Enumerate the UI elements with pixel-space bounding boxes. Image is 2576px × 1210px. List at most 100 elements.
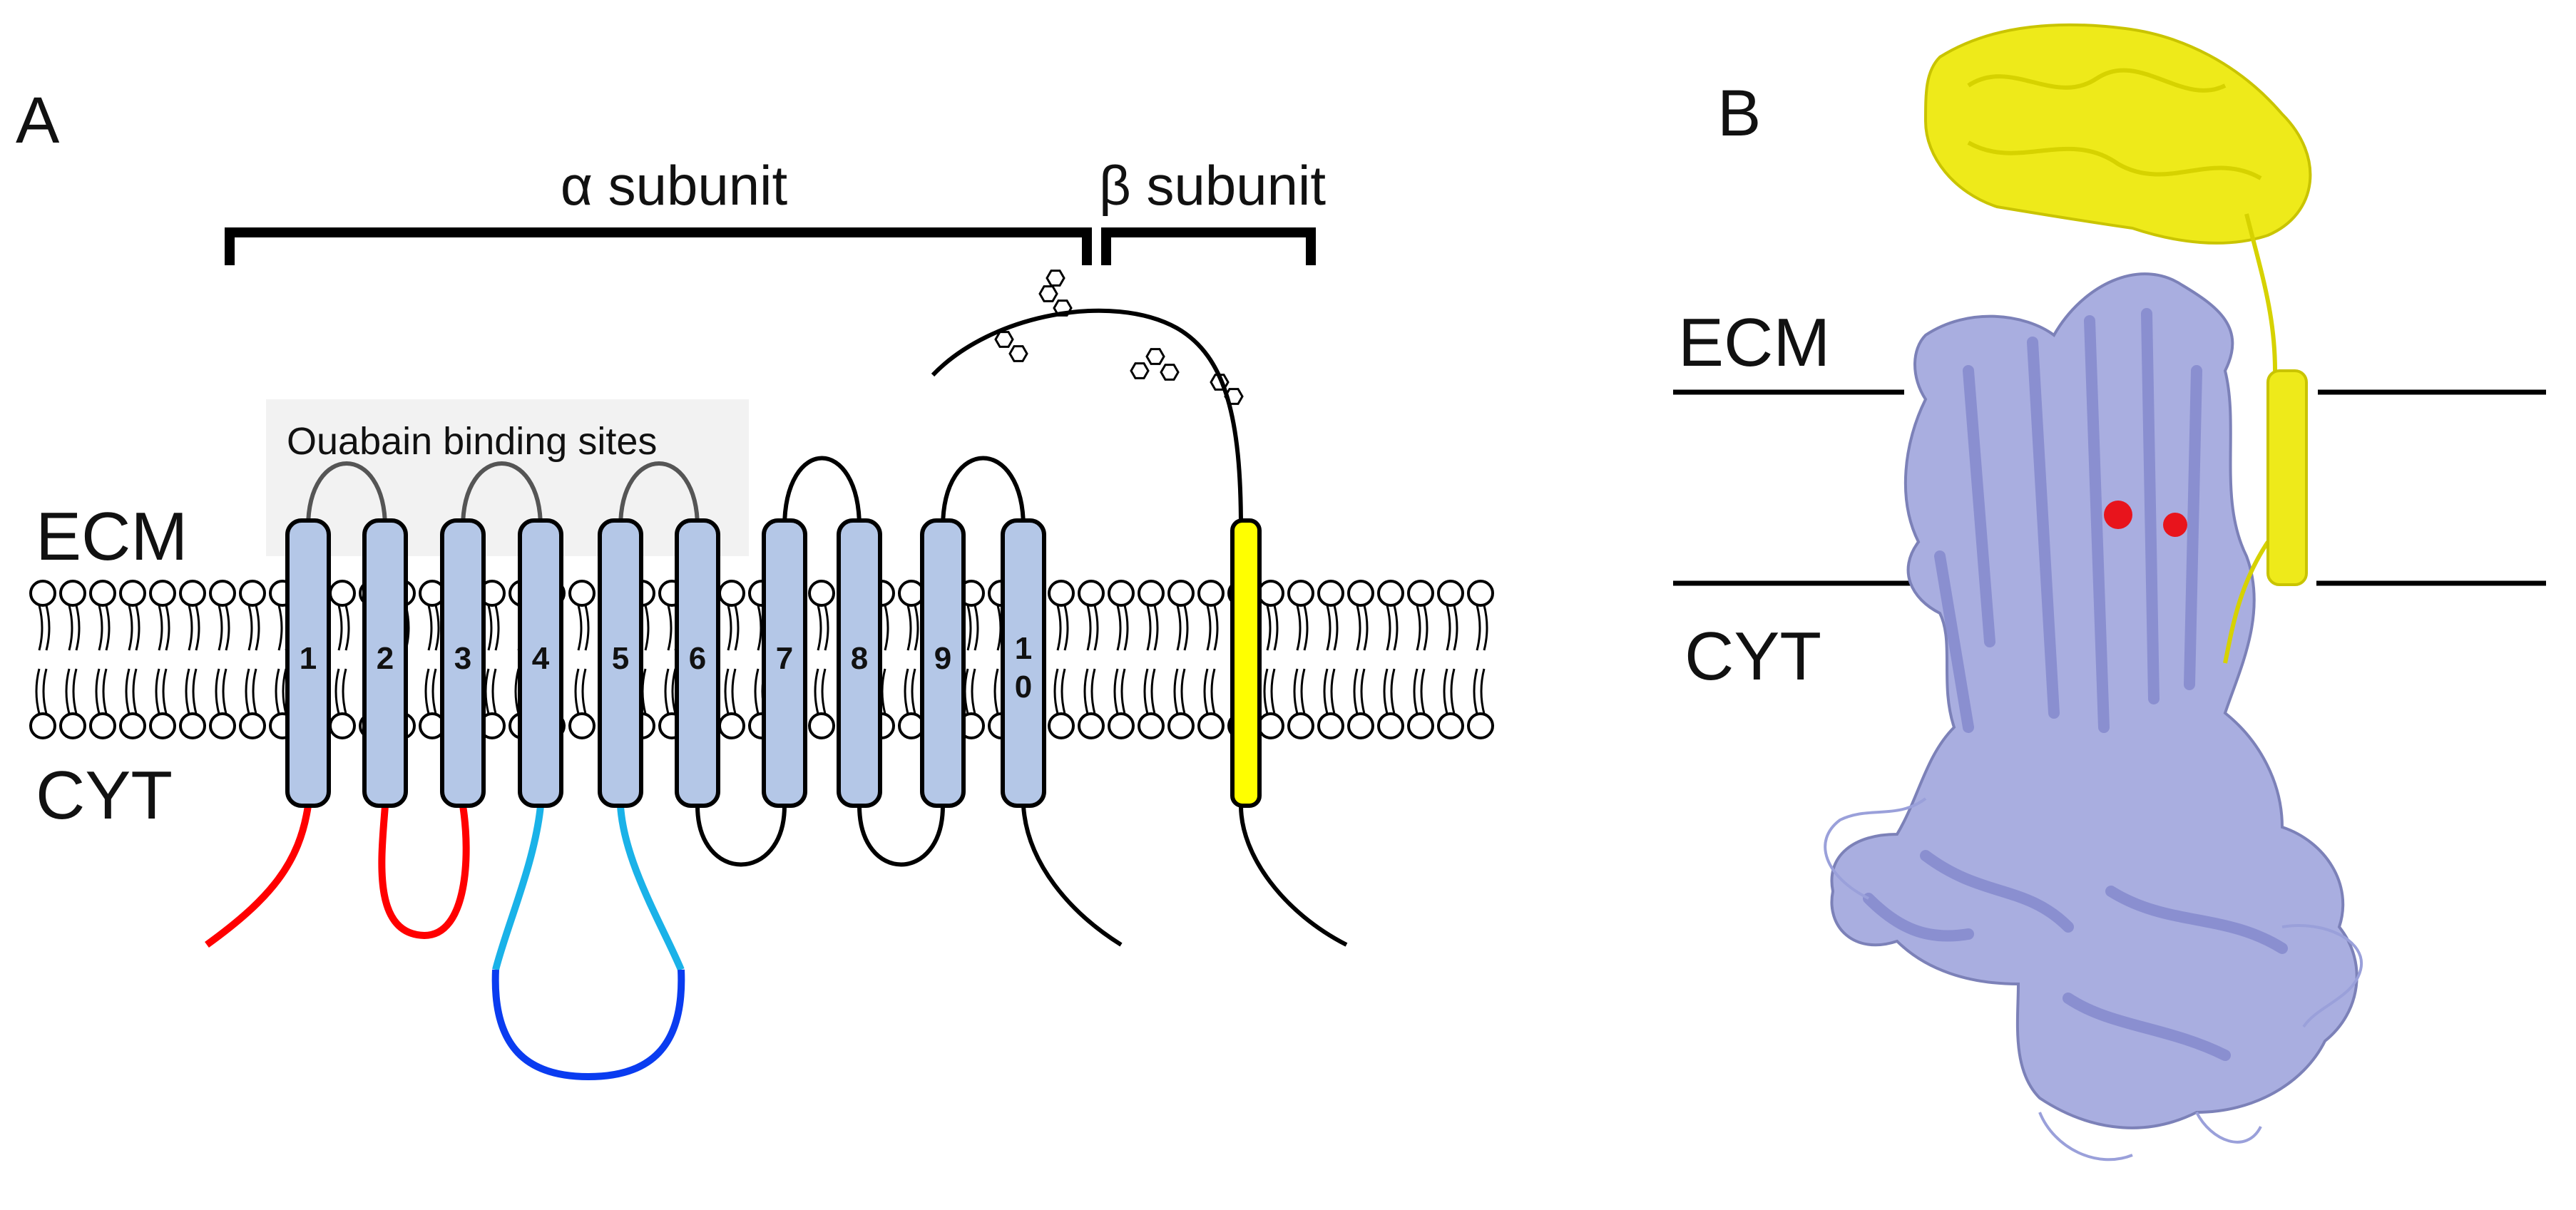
lipid-tail xyxy=(245,668,250,714)
lipid-tail xyxy=(1473,668,1478,714)
lipid-tail xyxy=(188,605,193,651)
lipid-head xyxy=(239,712,266,739)
lipid-tail xyxy=(993,668,999,714)
lipid-tail xyxy=(1480,668,1486,714)
helix-number: 2 xyxy=(377,641,394,676)
helix-cylinder xyxy=(362,518,408,808)
lipid-tail xyxy=(334,668,340,714)
lipid-head xyxy=(1467,580,1494,607)
lipid-tail xyxy=(514,668,520,714)
lipid-tail xyxy=(222,668,228,714)
protein-structure xyxy=(1824,23,2363,1162)
lipid-tail xyxy=(664,668,670,714)
lipid-tail xyxy=(72,668,78,714)
lipid-tail xyxy=(1330,668,1336,714)
glycan-sugar xyxy=(1224,388,1244,405)
lipid-tail xyxy=(344,605,350,651)
lipid-head xyxy=(1347,712,1374,739)
lipid-tail xyxy=(277,605,283,651)
lipid-tail xyxy=(1153,605,1159,651)
beta-bracket xyxy=(1101,227,1316,265)
lipid-tail xyxy=(155,668,160,714)
lipid-tail xyxy=(966,605,972,651)
lipid-tail xyxy=(162,668,168,714)
lipid-tail xyxy=(427,605,433,651)
lipid-head xyxy=(1167,712,1195,739)
lipid-tail xyxy=(914,605,919,651)
lipid-tail xyxy=(158,605,163,651)
glycan-sugar xyxy=(1046,270,1065,287)
glycan-sugar xyxy=(1053,299,1073,317)
helix-cylinder xyxy=(837,518,882,808)
lipid-tail xyxy=(1453,605,1458,651)
lipid-tail xyxy=(1293,668,1299,714)
lipid-head xyxy=(329,712,356,739)
lipid-tail xyxy=(337,605,343,651)
helix-4: 4 xyxy=(518,518,563,808)
lipid-head xyxy=(329,580,356,607)
glycan-sugar xyxy=(1130,362,1150,379)
panel-b-cyt-label: CYT xyxy=(1685,618,1821,694)
beta-transmembrane-helix xyxy=(1230,518,1262,808)
lipid-head xyxy=(1467,712,1494,739)
helix-number: 3 xyxy=(454,641,471,676)
lipid-tail xyxy=(584,605,590,651)
lipid-head xyxy=(119,580,146,607)
lipid-tail xyxy=(494,605,500,651)
lipid-tail xyxy=(671,668,677,714)
lipid-tail xyxy=(1120,668,1126,714)
lipid-tail xyxy=(1180,668,1186,714)
lipid-tail xyxy=(1183,605,1189,651)
lipid-head xyxy=(1407,712,1434,739)
lipid-tail xyxy=(185,668,190,714)
panel-b-ecm-label: ECM xyxy=(1678,304,1830,381)
ouabain-binding-box xyxy=(266,399,749,556)
lipid-tail xyxy=(754,668,760,714)
lipid-tail xyxy=(1360,668,1366,714)
lipid-head xyxy=(568,580,596,607)
lipid-head xyxy=(1317,712,1344,739)
lipid-head xyxy=(1108,580,1135,607)
lipid-tail xyxy=(75,605,81,651)
alpha-coils xyxy=(1824,797,2363,1162)
lipid-tail xyxy=(98,605,103,651)
lipid-tail xyxy=(1300,668,1306,714)
lipid-tail xyxy=(1446,605,1451,651)
lipid-head xyxy=(1048,712,1075,739)
lipid-tail xyxy=(1113,668,1119,714)
lipid-tail xyxy=(1116,605,1122,651)
helix-number: 5 xyxy=(612,641,629,676)
lipid-tail xyxy=(95,668,101,714)
lipid-tail xyxy=(275,668,280,714)
lipid-tail xyxy=(1390,668,1396,714)
lipid-head xyxy=(1167,580,1195,607)
lipid-tail xyxy=(1213,605,1219,651)
lipid-tail xyxy=(65,668,71,714)
lipid-head xyxy=(29,712,56,739)
lipid-head xyxy=(808,580,835,607)
lipid-tail xyxy=(644,605,650,651)
loop-2-3-red xyxy=(378,805,470,940)
large-cytoplasmic-loop-blue xyxy=(491,969,685,1081)
lipid-tail xyxy=(1146,605,1152,651)
lipid-tail xyxy=(1296,605,1302,651)
helix-cylinder xyxy=(675,518,720,808)
lipid-tail xyxy=(911,668,916,714)
helix-number: 8 xyxy=(851,641,868,676)
loop-4-5-left-cyan xyxy=(492,805,544,971)
panel-a-cyt-label: CYT xyxy=(36,757,173,834)
lipid-head xyxy=(1048,580,1075,607)
glycan-sugar xyxy=(1038,285,1058,302)
lipid-tail xyxy=(581,668,587,714)
helix-number: 9 xyxy=(934,641,951,676)
lipid-head xyxy=(1257,580,1284,607)
lipid-tail xyxy=(125,668,131,714)
lipid-tail xyxy=(1203,668,1209,714)
lipid-tail xyxy=(1093,605,1099,651)
lipid-head xyxy=(568,712,596,739)
lipid-head xyxy=(898,580,925,607)
lipid-tail xyxy=(1483,605,1488,651)
lipid-tail xyxy=(1086,605,1092,651)
helix-number: 6 xyxy=(689,641,706,676)
lipid-tail xyxy=(1263,668,1269,714)
